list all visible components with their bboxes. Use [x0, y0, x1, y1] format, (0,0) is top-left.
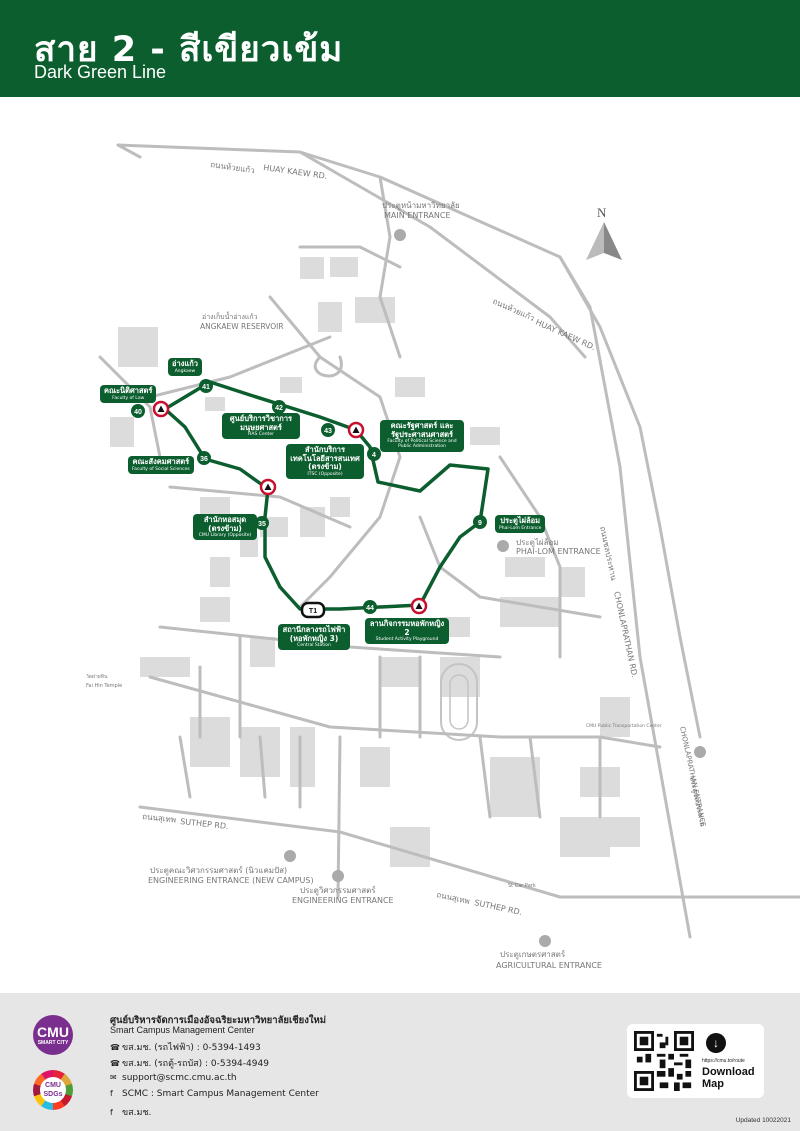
road-network [98, 143, 800, 939]
stop-number: 4 [372, 452, 376, 459]
road-label: SUTHEP RD. [180, 817, 229, 831]
bus-stop-icon [347, 421, 365, 439]
entrance-icon [394, 229, 406, 241]
north-arrow-icon: N [586, 205, 622, 260]
road-label: ถนนสุเทพ [142, 812, 177, 824]
org-name-th: ศูนย์บริหารจัดการเมืองอัจฉริยะมหาวิทยาลั… [110, 1015, 327, 1026]
contact-email[interactable]: ✉support@scmc.cmu.ac.th [110, 1073, 237, 1083]
stadium [440, 663, 478, 741]
download-icon[interactable]: ↓ [706, 1033, 726, 1053]
stop-label-political-science[interactable]: คณะรัฐศาสตร์ และรัฐประศาสนศาสตร์Faculty … [380, 420, 464, 452]
place-label: ANGKAEW RESERVOIR [200, 322, 284, 331]
download-url[interactable]: https://cmu.to/route [702, 1058, 745, 1064]
entrance-icon [694, 746, 706, 758]
entrance-label: ประตูคณะวิศวกรรมศาสตร์ (นิวแคมปัส) [150, 865, 287, 876]
page-subtitle: Dark Green Line [34, 62, 167, 82]
stop-number: 40 [134, 409, 142, 416]
building-blocks [110, 257, 640, 867]
entrance-label: ประตูไผ่ล้อม [516, 538, 559, 548]
stop-number: 36 [200, 456, 208, 463]
road-label: HUAY KAEW RD. [263, 163, 328, 181]
place-label: CMU Public Transportation Center [586, 723, 662, 729]
stop-number: 41 [202, 384, 210, 391]
phone-icon: ☎ [110, 1043, 120, 1052]
entrance-label: ENGINEERING ENTRANCE (NEW CAMPUS) [148, 876, 314, 885]
contact-phone-2[interactable]: ☎ขส.มช. (รถตู้-รถบัส) : 0-5394-4949 [110, 1059, 269, 1069]
entrance-label: ประตูหน้ามหาวิทยาลัย [382, 201, 460, 211]
stop-number: 9 [478, 520, 482, 527]
stop-number: 35 [258, 521, 266, 528]
entrance-label: ประตูวิศวกรรมศาสตร์ [300, 885, 376, 896]
stop-number: 43 [324, 428, 332, 435]
facebook-icon: f [110, 1108, 113, 1117]
stop-label-social-sciences[interactable]: คณะสังคมศาสตร์Faculty of Social Sciences [128, 456, 194, 474]
header: สาย 2 - สีเขียวเข้ม Dark Green Line [0, 0, 800, 97]
place-label: อ่างเก็บน้ำอ่างแก้ว [202, 310, 258, 321]
stop-badges: 41 42 43 4 40 36 35 T1 44 9 [131, 379, 487, 619]
road-label: ถนนสุเทพ [436, 890, 471, 906]
stop-label-central-station[interactable]: สถานีกลางรถไฟฟ้า (หอพักหญิง 3)Central St… [278, 624, 350, 651]
org-name-en: Smart Campus Management Center [110, 1025, 255, 1035]
page-title: สาย 2 - สีเขียวเข้ม [34, 30, 344, 70]
updated-date: Updated 10022021 [735, 1117, 791, 1124]
stop-label-itsc[interactable]: สำนักบริการ เทคโนโลยีสารสนเทศ (ตรงข้าม)I… [286, 444, 364, 480]
stop-label-law[interactable]: คณะนิติศาสตร์Faculty of Law [100, 385, 157, 403]
road-label: ถนนห้วยแก้ว [210, 160, 256, 175]
place-labels: อ่างเก็บน้ำอ่างแก้ว ANGKAEW RESERVOIR วั… [86, 310, 662, 889]
campus-map[interactable]: ถนนห้วยแก้ว HUAY KAEW RD. ถนนห้วยแก้ว HU… [0, 97, 800, 993]
stop-label-library[interactable]: สำนักหอสมุด (ตรงข้าม)CMU Library (Opposi… [193, 514, 257, 541]
mail-icon: ✉ [110, 1073, 117, 1082]
bus-stop-icon [259, 478, 277, 496]
road-label: SUTHEP RD. [474, 898, 523, 917]
road-label: ถนนชลประทาน [598, 526, 618, 582]
road-label: HUAY KAEW RD. [534, 318, 597, 352]
entrance-icon [284, 850, 296, 862]
entrance-label: AGRICULTURAL ENTRANCE [496, 961, 602, 970]
stop-label-has-center[interactable]: ศูนย์บริการวิชาการ มนุษยศาสตร์HAS Center [222, 413, 300, 440]
bus-stop-icons [152, 400, 428, 615]
place-label: วัดฝายหิน [86, 673, 108, 680]
entrance-icon [332, 870, 344, 882]
place-label: St Car Park [508, 883, 536, 889]
entrance-label: ENGINEERING ENTRANCE [292, 896, 394, 905]
bus-stop-icon [152, 400, 170, 418]
entrance-label: CHONLAPRATHAN ENTRANCE [678, 726, 707, 828]
entrance-label: ประตูเกษตรศาสตร์ [500, 949, 566, 960]
qr-code[interactable] [634, 1031, 694, 1091]
phone-icon: ☎ [110, 1059, 120, 1068]
entrance-label: PHAI-LOM ENTRANCE [516, 547, 601, 556]
stop-number: 44 [366, 605, 374, 612]
place-label: Fai Hin Temple [86, 683, 122, 689]
entrance-label: MAIN ENTRANCE [384, 211, 451, 220]
entrance-icon [497, 540, 509, 552]
north-label: N [597, 205, 607, 220]
contact-phone-1[interactable]: ☎ขส.มช. (รถไฟฟ้า) : 0-5394-1493 [110, 1043, 261, 1053]
entrance-icon [539, 935, 551, 947]
stop-number: T1 [309, 608, 317, 615]
facebook-icon: f [110, 1089, 113, 1098]
bus-stop-icon [410, 597, 428, 615]
stop-number: 42 [275, 405, 283, 412]
